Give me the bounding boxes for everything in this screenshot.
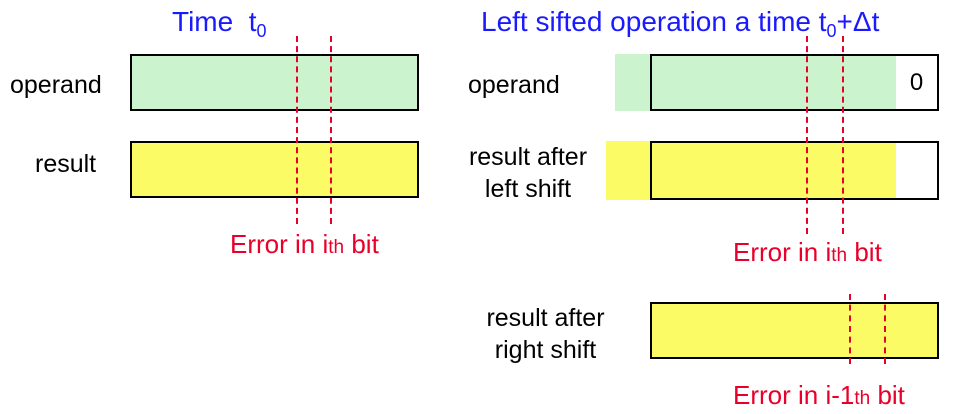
right-shift-label: result after right shift [486,304,605,364]
right-error-caption: Error in ith bit [733,237,882,267]
right-error-marker-1 [806,36,808,234]
left-error-marker-2 [330,36,332,224]
right-operand-shifted-out-bit [615,54,651,111]
left-error-marker-1 [296,36,298,224]
right-shift-error-marker-1 [849,294,851,364]
right-operand-zero-bit: 0 [909,69,924,96]
right-title-suffix: +Δt [836,6,880,37]
left-title-sub: 0 [256,21,267,41]
right-left-shift-label: result after left shift [468,143,588,203]
left-operand-register [130,54,419,111]
left-title-var: t [248,6,257,37]
left-operand-label: operand [10,71,102,99]
right-shift-error-marker-2 [884,294,886,364]
left-error-caption: Error in ith bit [230,229,379,259]
right-shift-register [650,302,939,359]
left-result-register [130,141,419,198]
right-left-shift-fill [652,143,896,198]
left-title-text: Time [172,6,234,37]
right-operand-label: operand [468,71,560,99]
left-title: Time t0 [172,6,267,41]
left-result-label: result [35,150,97,178]
right-title-sub: 0 [826,21,837,41]
right-title-text: Left sifted operation a time t [481,6,827,37]
right-operand-fill [652,56,896,109]
right-title: Left sifted operation a time t0+Δt [481,6,880,41]
right-result-shifted-out-bit [606,141,651,200]
right-error-marker-2 [842,36,844,234]
right-shift-error-caption: Error in i-1th bit [733,380,905,410]
